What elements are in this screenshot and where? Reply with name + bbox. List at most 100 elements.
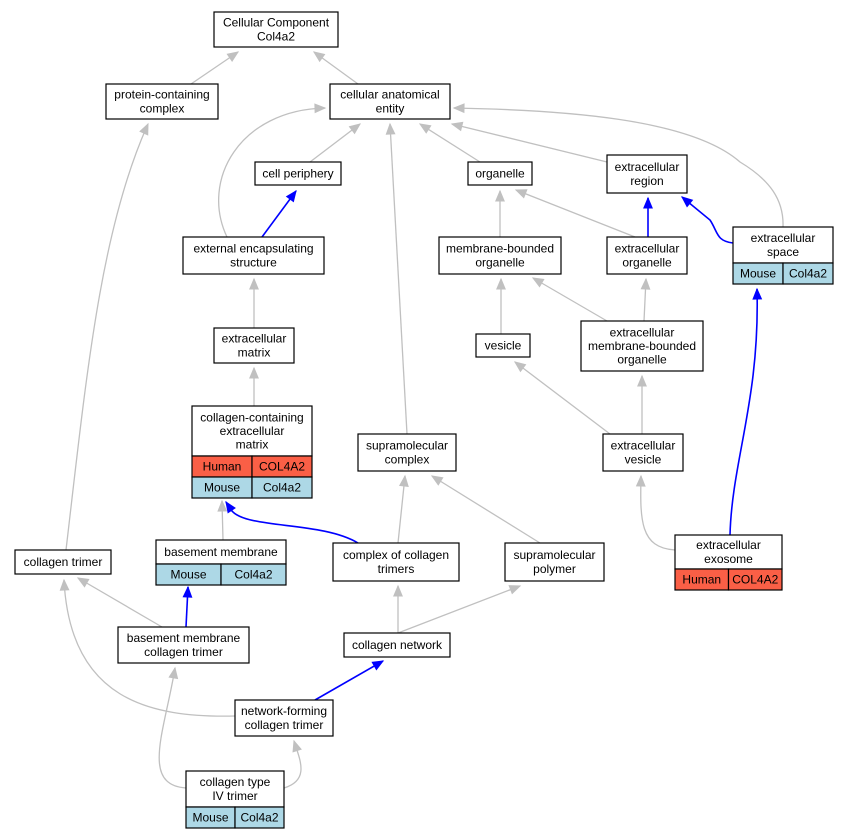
node-vesicle[interactable]: vesicle	[475, 333, 531, 358]
edge-supramolecular-complex-to-cellular-anatomical-entity	[385, 122, 408, 435]
edge-arrowhead	[59, 578, 70, 591]
node-label-line: complex of collagen	[343, 548, 449, 562]
edge-arrowhead	[640, 277, 651, 290]
node-box	[438, 236, 562, 275]
node-organelle[interactable]: organelle	[467, 161, 533, 186]
node-label-line: protein-containing	[114, 88, 209, 102]
gene-label: Col4a2	[234, 568, 272, 582]
edge-collagen-network-to-supramolecular-polymer	[397, 585, 522, 634]
species-label: Mouse	[204, 481, 240, 495]
edge-extracellular-vesicle-to-extracellular-membrane-bounded-organelle	[637, 374, 647, 434]
node-label-line: collagen trimer	[245, 718, 324, 732]
node-box	[254, 161, 342, 186]
gene-label: COL4A2	[732, 573, 778, 587]
node-box	[732, 226, 834, 264]
node-label-line: vesicle	[485, 339, 522, 353]
node-label-line: region	[630, 174, 663, 188]
edge-basement-membrane-to-collagen-containing-ecm	[217, 499, 228, 541]
node-label-line: extracellular	[615, 242, 680, 256]
node-label-line: extracellular	[610, 325, 675, 339]
node-box	[213, 327, 295, 364]
edge-arrowhead	[385, 122, 396, 135]
edge-collagen-network-to-complex-of-collagen-trimers	[393, 584, 403, 633]
node-label-line: membrane-bounded	[588, 339, 696, 353]
edge-network-forming-collagen-trimer-to-collagen-trimer	[59, 578, 236, 717]
node-collagen-containing-ecm[interactable]: collagen-containingextracellularmatrixHu…	[191, 405, 313, 499]
edge-complex-of-collagen-trimers-to-supramolecular-complex	[397, 474, 409, 544]
node-box	[185, 770, 285, 808]
edge-basement-membrane-collagen-trimer-to-collagen-trimer	[76, 577, 163, 628]
gene-cell	[220, 563, 287, 586]
node-label-line: structure	[230, 255, 277, 269]
edge-arrowhead	[508, 585, 522, 595]
node-label-line: extracellular	[611, 439, 676, 453]
edge-arrowhead	[514, 189, 528, 199]
edge-cellular-anatomical-entity-to-root	[312, 51, 359, 85]
edge-line	[397, 585, 521, 634]
edge-extracellular-space-to-cellular-anatomical-entity	[452, 103, 784, 228]
edge-extracellular-vesicle-to-vesicle	[513, 361, 611, 435]
node-box	[602, 433, 684, 472]
node-collagen-trimer[interactable]: collagen trimer	[14, 549, 112, 575]
node-label-line: extracellular	[696, 538, 761, 552]
node-box	[105, 83, 219, 120]
edge-extracellular-space-to-extracellular-region	[681, 196, 734, 244]
edge-arrowhead	[635, 474, 646, 487]
node-label-line: organelle	[475, 255, 525, 269]
edge-arrowhead	[314, 103, 327, 114]
edge-arrowhead	[285, 189, 297, 203]
edge-arrowhead	[393, 584, 403, 597]
node-label-line: polymer	[533, 562, 576, 576]
node-box	[155, 539, 287, 565]
node-label-line: collagen-containing	[200, 410, 303, 424]
edge-line	[532, 277, 608, 322]
edge-membrane-bounded-organelle-to-organelle	[495, 189, 505, 237]
edge-collagen-type-iv-trimer-to-network-forming-collagen-trimer	[283, 739, 302, 789]
node-collagen-network[interactable]: collagen network	[343, 632, 451, 658]
edge-arrowhead	[398, 474, 409, 487]
edge-complex-of-collagen-trimers-to-collagen-containing-ecm	[225, 500, 359, 544]
node-label-line: collagen type	[200, 775, 271, 789]
node-label-line: Cellular Component	[223, 16, 330, 30]
node-label-line: collagen network	[352, 638, 443, 652]
node-label-line: vesicle	[625, 452, 662, 466]
edge-line	[158, 667, 187, 789]
edge-line	[65, 123, 149, 551]
edge-arrowhead	[348, 123, 362, 135]
node-cell-periphery[interactable]: cell periphery	[254, 161, 342, 186]
node-box	[234, 699, 334, 737]
node-box	[504, 542, 605, 582]
edge-line	[681, 196, 734, 244]
edge-line	[431, 475, 541, 544]
node-label-line: complex	[140, 101, 185, 115]
edge-arrowhead	[496, 277, 506, 290]
edge-extracellular-exosome-to-extracellular-vesicle	[635, 474, 676, 551]
edge-extracellular-matrix-to-external-encapsulating-structure	[249, 277, 259, 328]
edge-arrowhead	[681, 196, 694, 208]
edge-line	[314, 660, 384, 701]
edge-arrowhead	[513, 361, 527, 373]
edge-extracellular-organelle-to-extracellular-region	[643, 196, 653, 237]
node-label-line: organelle	[617, 353, 667, 367]
gene-cell	[251, 476, 313, 499]
